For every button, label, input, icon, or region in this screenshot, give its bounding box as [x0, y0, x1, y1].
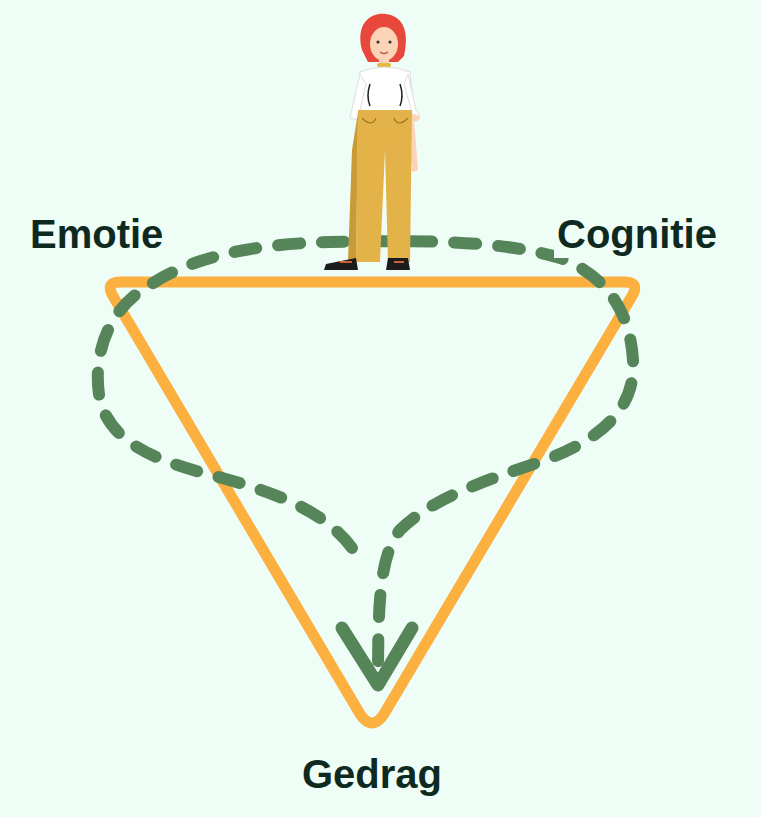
woman-figure [324, 14, 420, 270]
arrowhead [342, 628, 412, 685]
vertex-label: Cognitie [554, 210, 720, 258]
vertex-label: Emotie [27, 210, 166, 258]
dashed-cycle-arrow [98, 241, 633, 680]
vertex-label: Gedrag [299, 750, 445, 798]
